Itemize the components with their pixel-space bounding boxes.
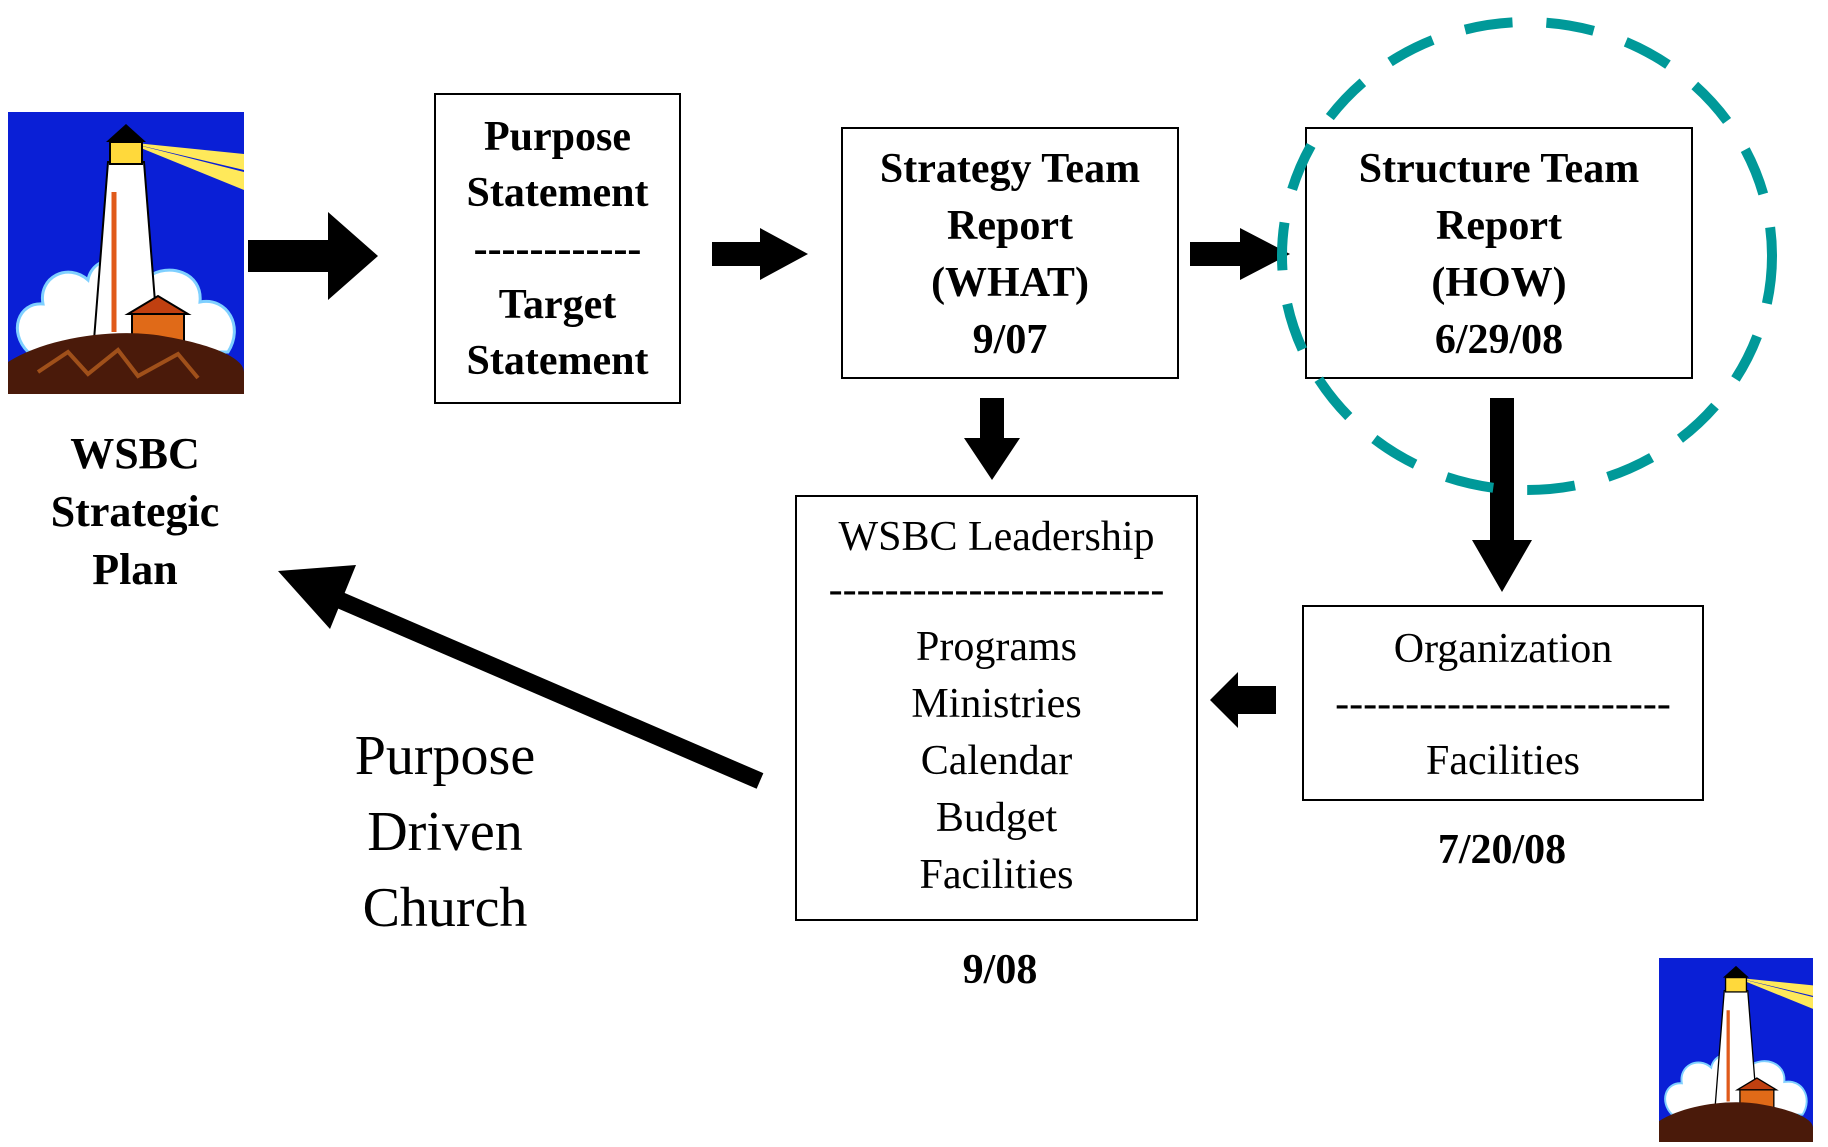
target-line: Target — [498, 282, 617, 328]
leadership-header: WSBC Leadership — [838, 514, 1155, 560]
statement-line-1: Statement — [466, 170, 649, 216]
structure-how: (HOW) — [1431, 260, 1567, 306]
lighthouse-icon — [8, 112, 244, 394]
arrow-down-2 — [1472, 398, 1532, 592]
leadership-item-facilities: Facilities — [919, 852, 1074, 898]
leadership-item-ministries: Ministries — [911, 681, 1082, 727]
purpose-divider: ------------ — [473, 226, 642, 272]
strategy-date: 9/07 — [972, 317, 1048, 363]
strategy-title: Strategy Team — [879, 146, 1141, 192]
arrow-right-3 — [1190, 228, 1290, 280]
leadership-item-programs: Programs — [916, 624, 1077, 670]
leadership-item-calendar: Calendar — [920, 738, 1073, 784]
organization-header: Organization — [1393, 626, 1613, 672]
leadership-divider: ------------------------ — [828, 567, 1165, 613]
arrow-right-1 — [248, 212, 378, 300]
strategic-plan-label: WSBC Strategic Plan — [20, 425, 250, 599]
structure-report: Report — [1436, 203, 1562, 249]
strategy-report: Report — [947, 203, 1073, 249]
arrow-down-1 — [964, 398, 1020, 480]
organization-date: 7/20/08 — [1437, 827, 1567, 873]
pdc-line-2: Driven — [367, 801, 523, 863]
lighthouse-small-icon — [1658, 958, 1814, 1142]
pdc-line-3: Church — [362, 877, 528, 939]
organization-item-facilities: Facilities — [1426, 738, 1580, 784]
pdc-line-1: Purpose — [354, 725, 536, 787]
leadership-item-budget: Budget — [935, 795, 1058, 841]
strategic-plan-line-2: Strategic — [50, 487, 220, 536]
leadership-date: 9/08 — [962, 947, 1038, 993]
strategic-plan-line-1: WSBC — [70, 429, 200, 478]
arrow-right-2 — [712, 228, 808, 280]
structure-title: Structure Team — [1358, 146, 1640, 192]
strategy-what: (WHAT) — [931, 260, 1089, 306]
leadership-box: WSBC Leadership ------------------------… — [795, 495, 1198, 921]
purpose-line: Purpose — [484, 114, 631, 160]
organization-box: Organization ------------------------ Fa… — [1302, 605, 1704, 801]
arrow-left-1 — [1210, 672, 1276, 728]
structure-team-box: Structure Team Report (HOW) 6/29/08 — [1305, 127, 1693, 379]
arrow-diagonal-head — [278, 565, 356, 629]
strategy-team-box: Strategy Team Report (WHAT) 9/07 — [841, 127, 1179, 379]
purpose-target-box: Purpose Statement ------------ Target St… — [434, 93, 681, 404]
structure-date: 6/29/08 — [1434, 317, 1564, 363]
organization-divider: ------------------------ — [1335, 681, 1671, 727]
statement-line-2: Statement — [466, 338, 649, 384]
purpose-driven-church-label: Purpose Driven Church — [320, 718, 570, 946]
strategic-plan-line-3: Plan — [92, 545, 178, 594]
